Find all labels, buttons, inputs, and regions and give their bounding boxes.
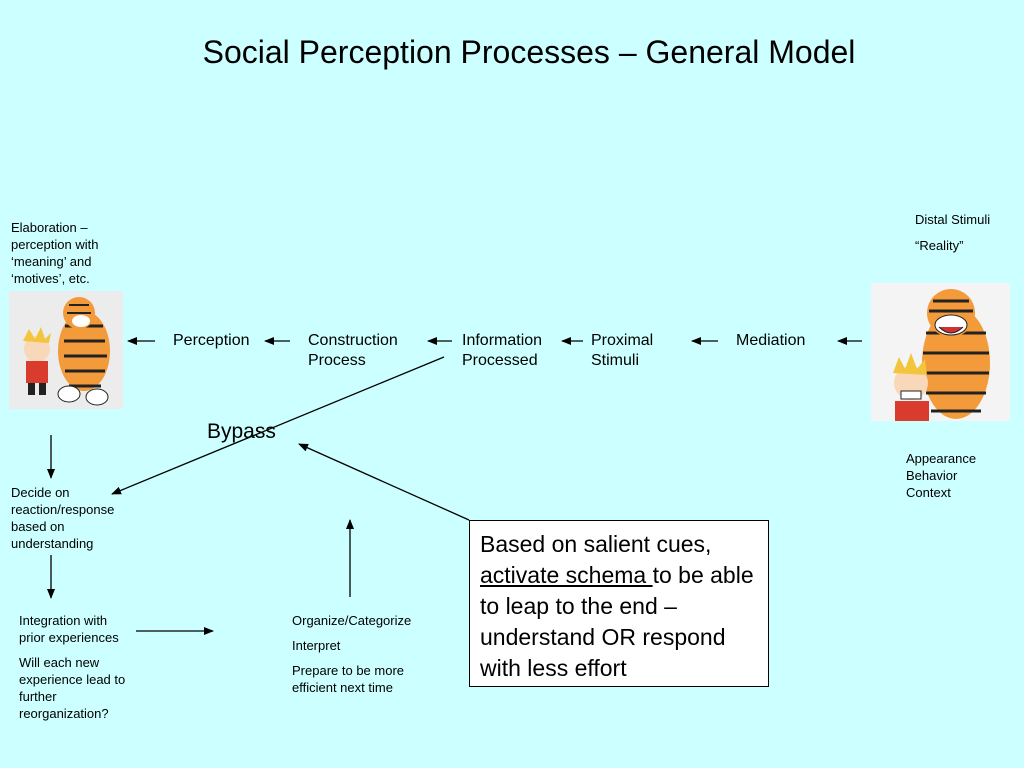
elaboration-label: Elaboration – perception with ‘meaning’ … bbox=[11, 220, 99, 286]
appearance-behavior-context-label: Appearance Behavior Context bbox=[906, 451, 977, 500]
bypass-label: Bypass bbox=[207, 420, 276, 443]
schema-callout-box: Based on salient cues, activate schema t… bbox=[469, 520, 769, 687]
activate-schema-text: activate schema bbox=[480, 562, 653, 588]
left-cartoon-image bbox=[9, 291, 123, 409]
distal-stimuli-label: Distal Stimuli “Reality” bbox=[915, 212, 991, 253]
perception-label: Perception bbox=[173, 332, 250, 349]
mediation-label: Mediation bbox=[736, 332, 806, 349]
bypass-arrow bbox=[111, 356, 445, 495]
integration-text: Integration with prior experiences bbox=[19, 613, 119, 645]
prepare-text: Prepare to be more efficient next time bbox=[292, 663, 405, 695]
page-title: Social Perception Processes – General Mo… bbox=[202, 34, 856, 70]
organize-block: Organize/Categorize Interpret Prepare to… bbox=[292, 612, 432, 704]
callout-pointer-arrow bbox=[298, 443, 470, 521]
decide-label: Decide on reaction/response based on und… bbox=[11, 485, 115, 551]
organize-text: Organize/Categorize bbox=[292, 613, 412, 628]
integration-block: Integration with prior experiences Will … bbox=[19, 612, 129, 730]
interpret-text: Interpret bbox=[292, 638, 341, 653]
reorganization-question: Will each new experience lead to further… bbox=[19, 655, 126, 721]
right-cartoon-image bbox=[871, 283, 1010, 421]
